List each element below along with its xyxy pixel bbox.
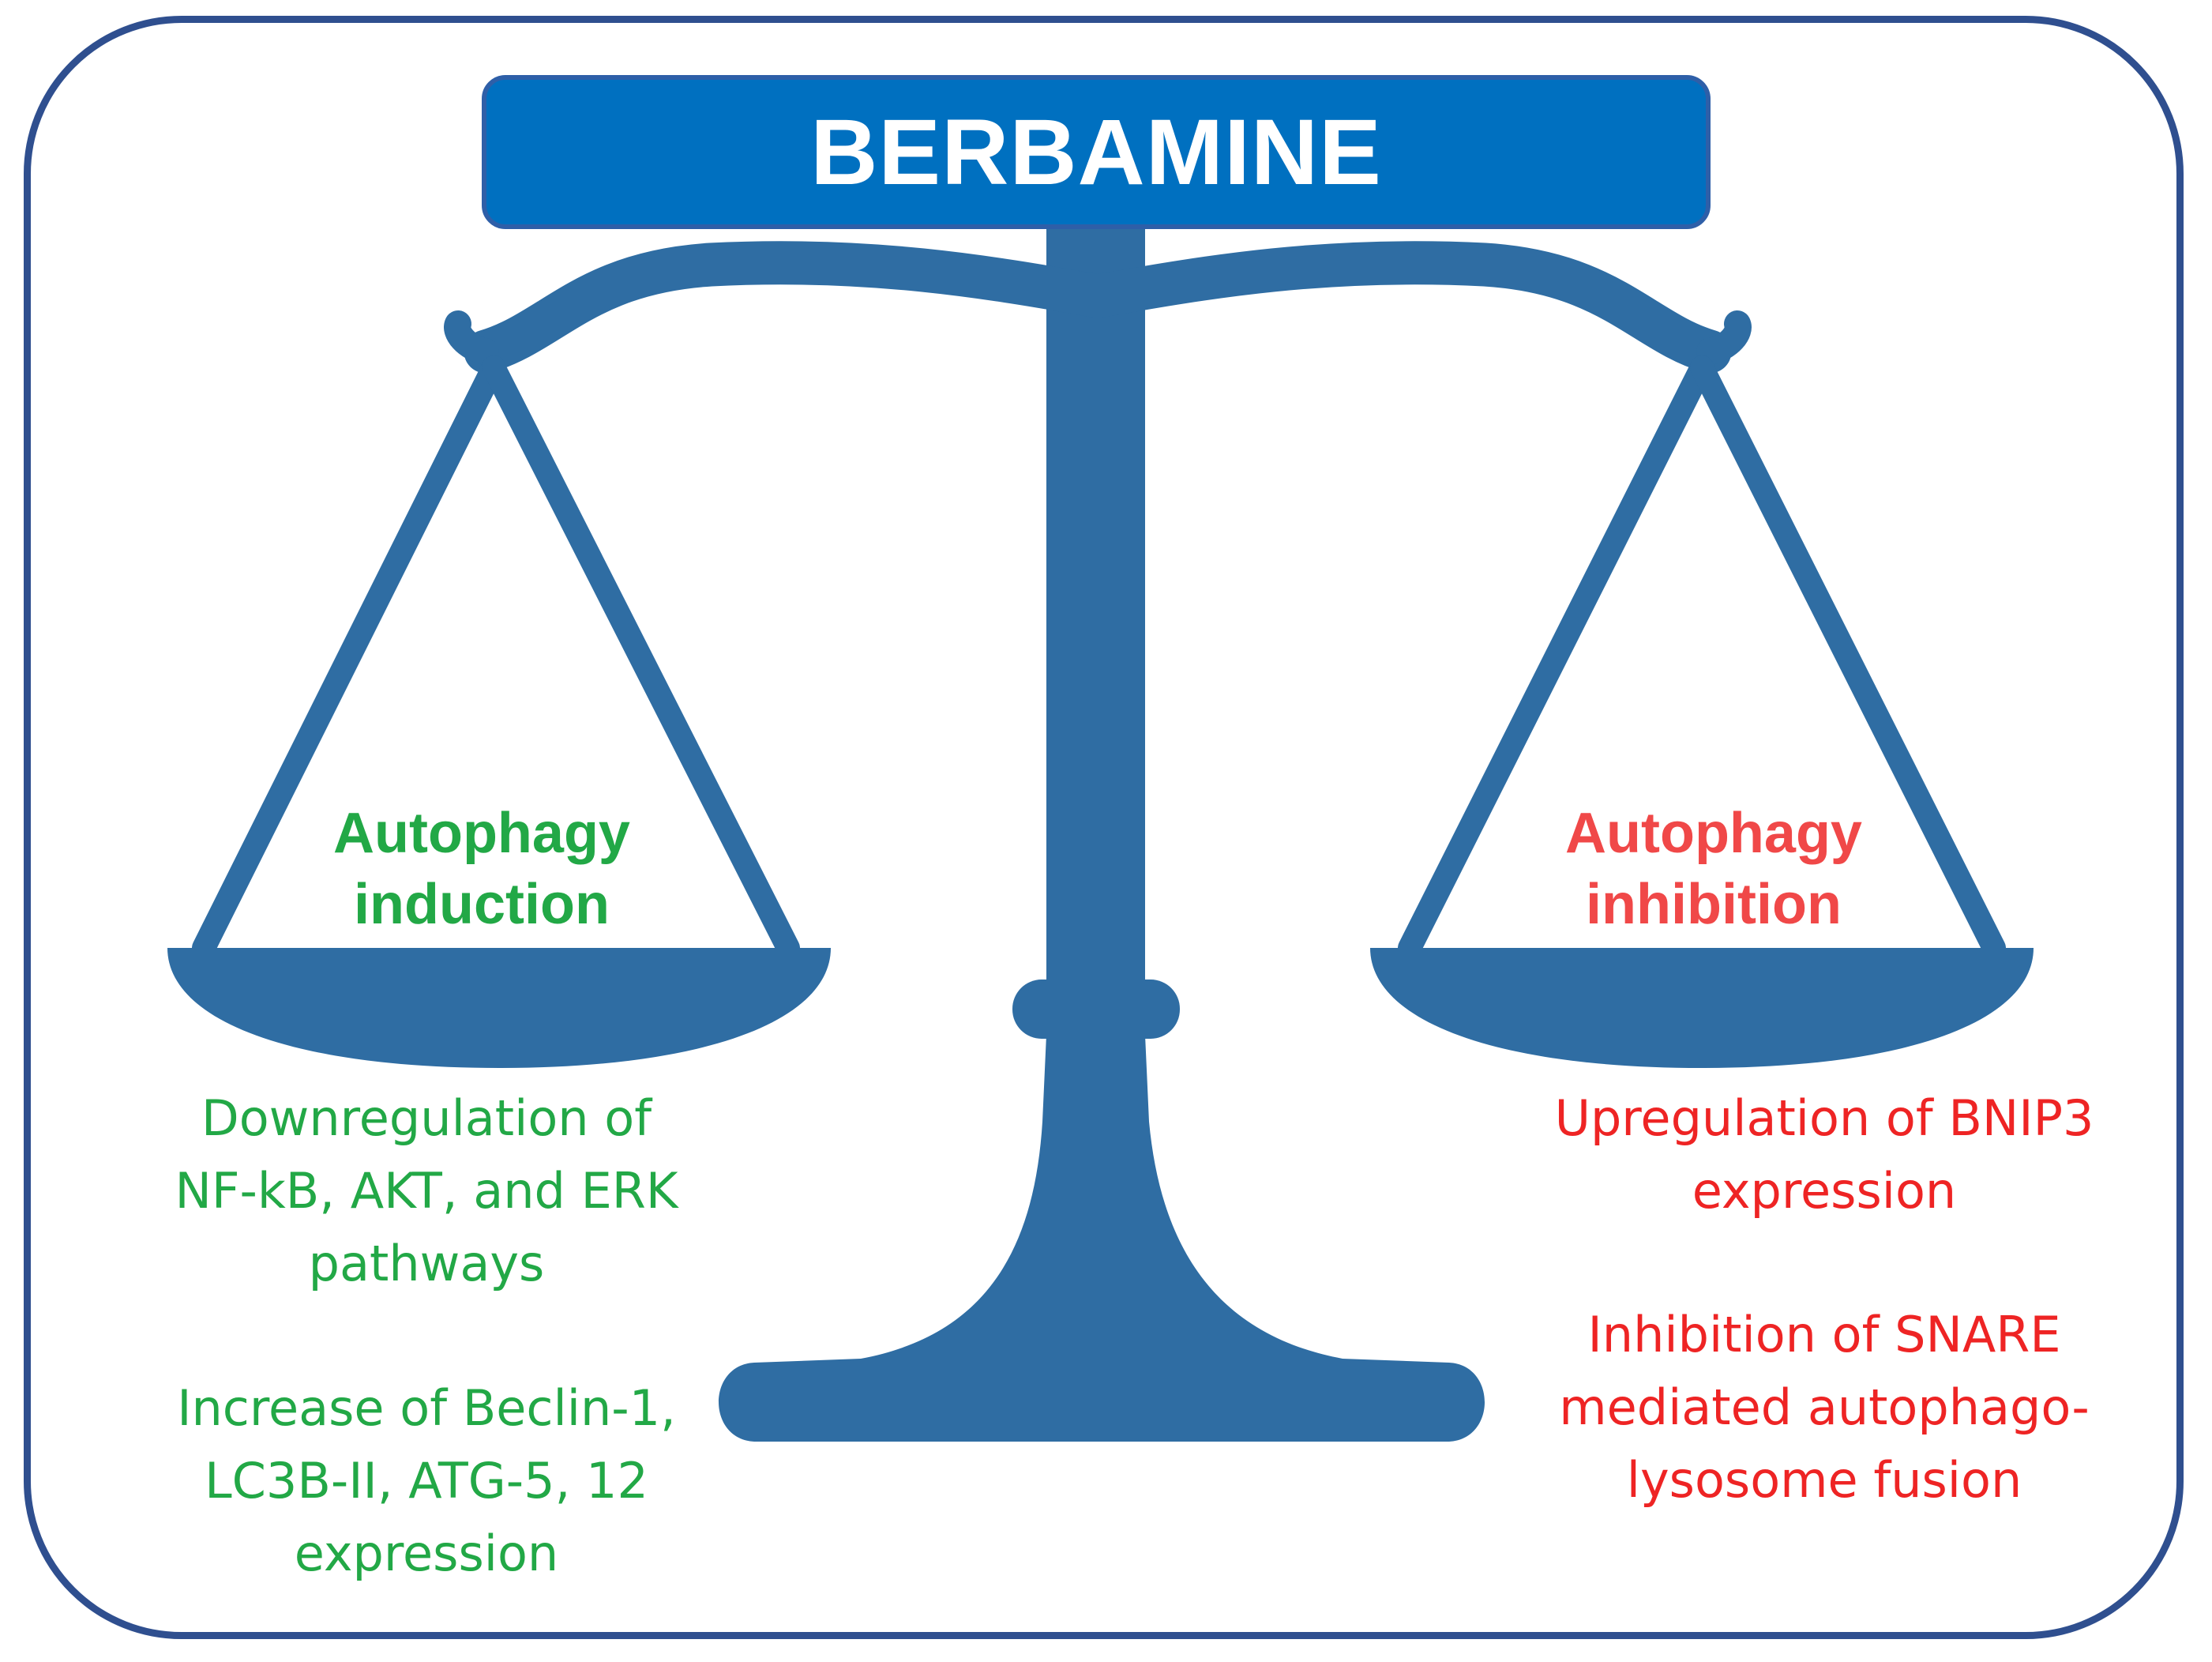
beam-hook-right [1696, 310, 1752, 365]
right-pan-string-a [1398, 355, 1714, 960]
left-pan-string-a [192, 355, 505, 960]
effect-line: Downregulation of [201, 1089, 652, 1147]
effect-line: expression [1692, 1162, 1957, 1220]
effect-line: LC3B-II, ATG-5, 12 [205, 1452, 648, 1510]
title-banner: BERBAMINE [482, 75, 1711, 229]
inhibition-effect-1: Upregulation of BNIP3 expression [1500, 1082, 2148, 1228]
inhibition-effect-2: Inhibition of SNARE mediated autophago- … [1500, 1299, 2148, 1517]
left-pan [167, 948, 831, 1068]
right-pan-label-line1: Autophagy [1565, 802, 1862, 865]
rounded-frame [24, 16, 2184, 1639]
right-pan-label: Autophagy inhibition [1493, 798, 1935, 940]
effect-line: pathways [308, 1235, 545, 1292]
scale-base [719, 1035, 1485, 1442]
scale-pillar [1046, 221, 1145, 1011]
induction-effect-1: Downregulation of NF-kB, AKT, and ERK pa… [111, 1082, 742, 1300]
right-pan-label-line2: inhibition [1586, 873, 1842, 936]
beam-hook-left [444, 310, 499, 365]
effect-line: expression [294, 1525, 559, 1582]
effect-line: lysosome fusion [1626, 1451, 2022, 1509]
effect-line: Increase of Beclin-1, [177, 1379, 676, 1437]
effect-line: NF-kB, AKT, and ERK [175, 1162, 678, 1220]
left-pan-string-b [482, 355, 800, 960]
left-pan-label-line2: induction [354, 873, 610, 936]
diagram-title: BERBAMINE [810, 100, 1382, 205]
right-pan-string-b [1690, 355, 2006, 960]
scale-beam [464, 241, 1732, 374]
right-pan [1370, 948, 2034, 1068]
effect-line: mediated autophago- [1559, 1378, 2090, 1436]
left-pan-label: Autophagy induction [261, 798, 703, 940]
left-pan-label-line1: Autophagy [333, 802, 630, 865]
scale-pillar-knot [1012, 980, 1180, 1039]
effect-line: Inhibition of SNARE [1587, 1306, 2061, 1363]
effect-line: Upregulation of BNIP3 [1554, 1089, 2094, 1147]
induction-effect-2: Increase of Beclin-1, LC3B-II, ATG-5, 12… [111, 1372, 742, 1590]
